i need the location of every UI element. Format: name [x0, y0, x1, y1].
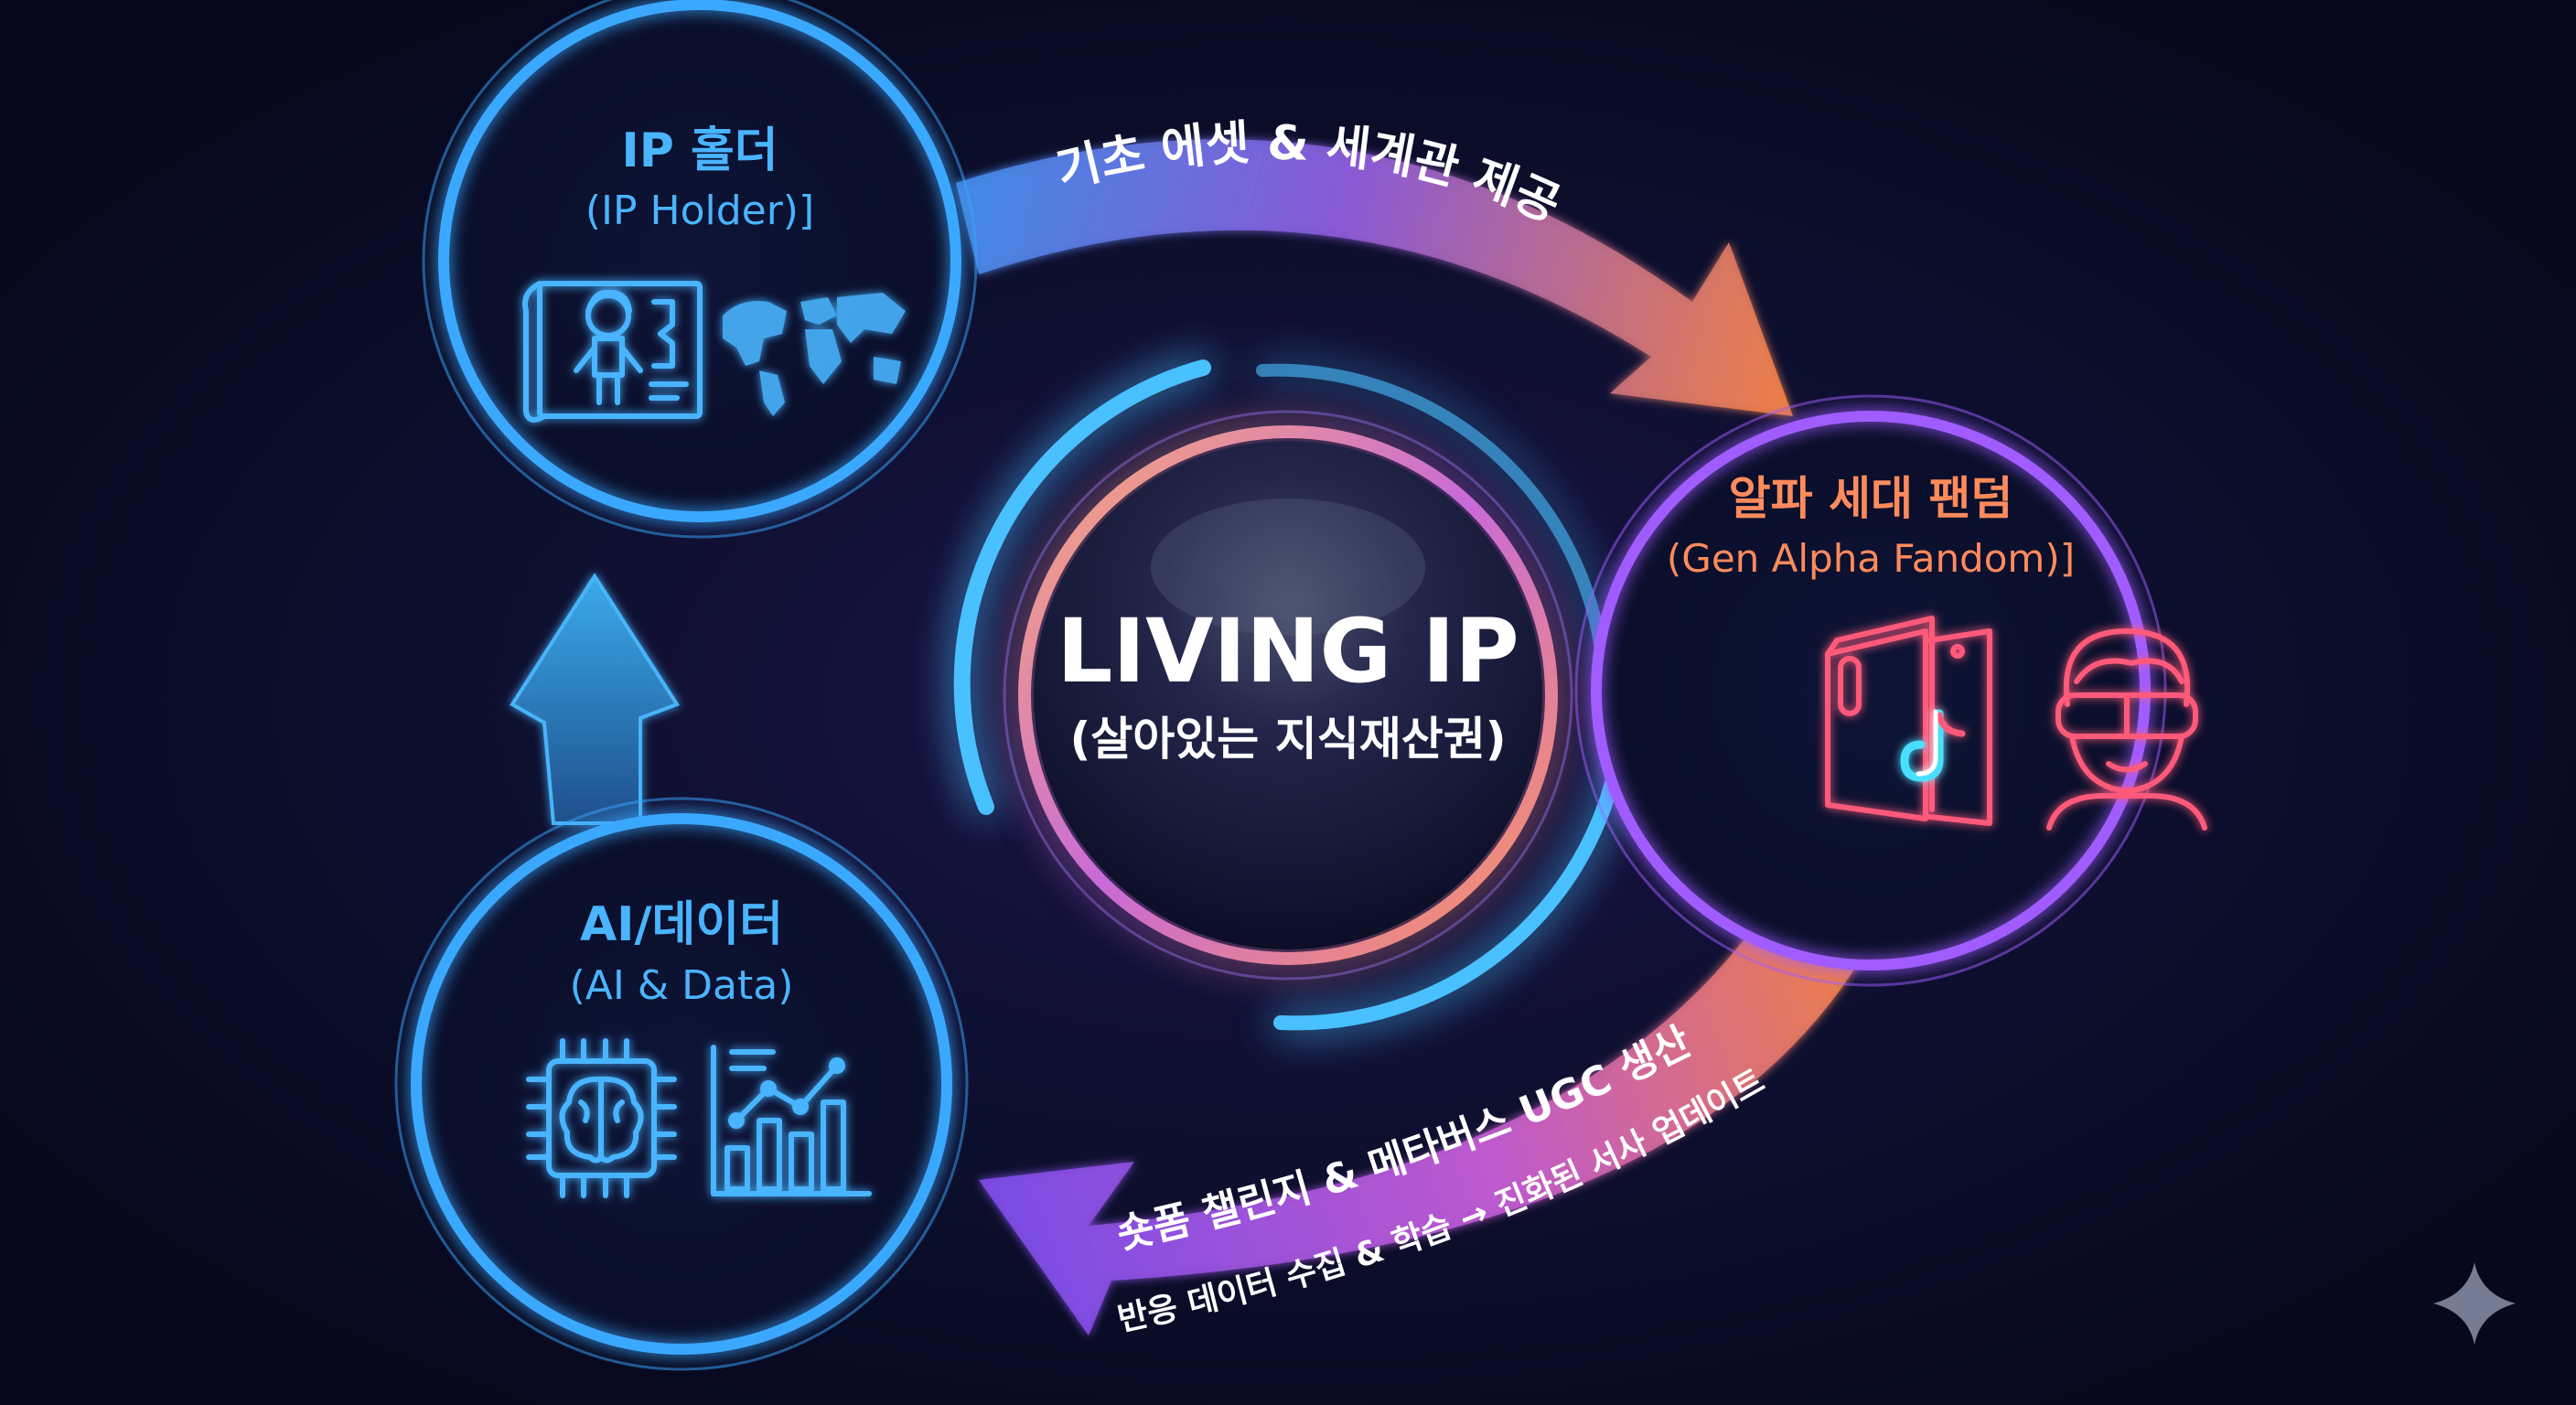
node-gen-alpha: 알파 세대 팬덤 (Gen Alpha Fandom)] — [1574, 394, 2207, 987]
ai-data-subtitle: (AI & Data) — [570, 962, 794, 1009]
center-orb — [1034, 441, 1542, 949]
sparkle-icon — [2433, 1262, 2516, 1345]
ip-holder-title: IP 홀더 — [621, 123, 778, 178]
node-ai-data: AI/데이터 (AI & Data) — [394, 797, 969, 1371]
tiktok-icon — [1900, 709, 1966, 782]
vr-headset-user-icon — [2046, 628, 2207, 831]
ai-brain-chip-icon — [526, 1038, 677, 1198]
top-flow-arrow — [956, 139, 1793, 416]
ai-data-title: AI/데이터 — [580, 897, 783, 952]
bar-line-chart-icon — [711, 1045, 872, 1196]
foldable-phone-tiktok-icon — [1825, 616, 1992, 826]
world-map-icon — [723, 293, 906, 416]
left-flow-arrow — [510, 573, 681, 825]
center-title: LIVING IP — [1057, 600, 1519, 702]
center-inner-ring — [1018, 425, 1558, 965]
center-hub: LIVING IP (살아있는 지식재산권) — [953, 359, 1632, 1031]
character-sheet-icon — [522, 281, 703, 423]
center-subtitle: (살아있는 지식재산권) — [1069, 713, 1506, 766]
ip-holder-subtitle: (IP Holder)] — [585, 188, 814, 234]
bottom-flow-arrow — [979, 878, 1871, 1335]
node-ip-holder: IP 홀더 (IP Holder)] — [422, 0, 978, 539]
gen-alpha-subtitle: (Gen Alpha Fandom)] — [1667, 536, 2075, 581]
gen-alpha-title: 알파 세대 팬덤 — [1729, 472, 2013, 525]
